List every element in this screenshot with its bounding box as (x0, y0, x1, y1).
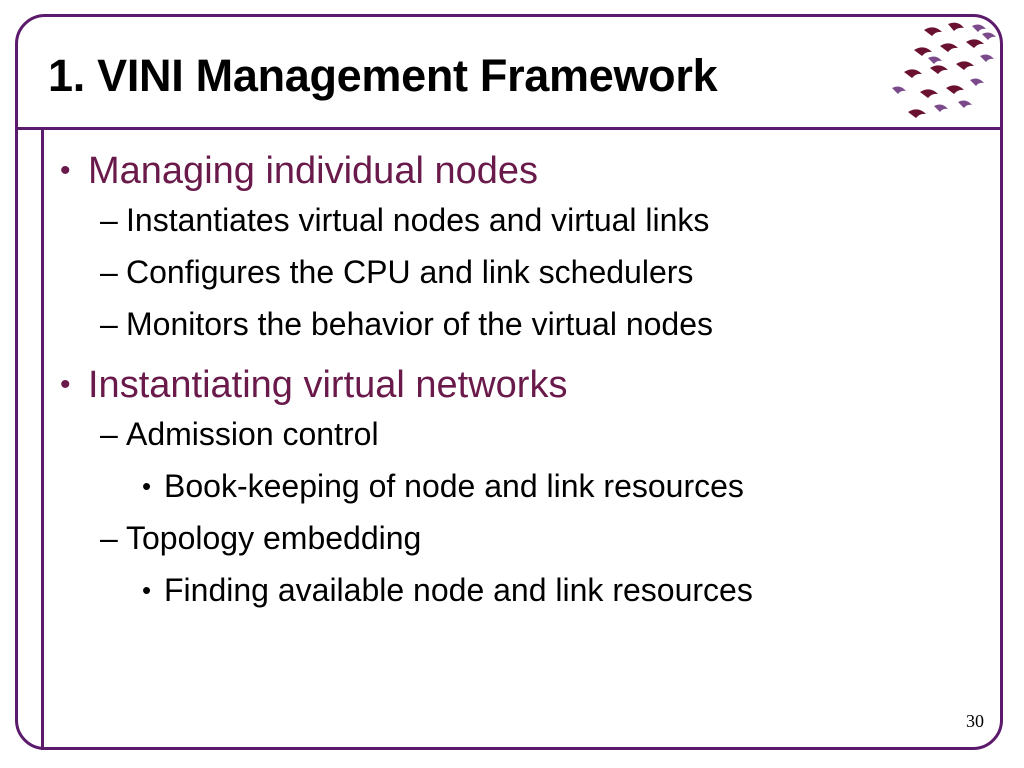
slide-frame (15, 14, 1003, 750)
dash-icon: – (100, 254, 118, 290)
dash-icon: – (100, 520, 118, 556)
dash-icon: – (100, 416, 118, 452)
sub-bullet: – Configures the CPU and link schedulers (58, 246, 988, 298)
bullet-icon: • (60, 368, 71, 401)
sub-sub-bullet: • Book-keeping of node and link resource… (58, 460, 988, 512)
title-divider (15, 127, 1003, 130)
sub-bullet: – Instantiates virtual nodes and virtual… (58, 194, 988, 246)
sub-bullet-text: Admission control (126, 416, 379, 452)
dash-icon: – (100, 306, 118, 342)
page-number: 30 (966, 711, 984, 731)
sub-bullet: – Monitors the behavior of the virtual n… (58, 298, 988, 350)
sub-bullet-text: Instantiates virtual nodes and virtual l… (126, 202, 710, 238)
spacer (58, 350, 988, 362)
sub-bullet-text: Configures the CPU and link schedulers (126, 254, 694, 290)
seal-logo-icon (892, 22, 996, 118)
bullet-text: Managing individual nodes (88, 150, 538, 192)
bullet-managing-nodes: • Managing individual nodes (58, 148, 988, 194)
slide-title: 1. VINI Management Framework (48, 50, 718, 101)
bullet-icon: • (60, 154, 71, 187)
sub-sub-bullet: • Finding available node and link resour… (58, 564, 988, 616)
slide-body: • Managing individual nodes – Instantiat… (58, 148, 988, 616)
sub-sub-bullet-text: Book-keeping of node and link resources (164, 468, 744, 504)
sub-bullet: – Admission control (58, 408, 988, 460)
sub-bullet-text: Topology embedding (126, 520, 422, 556)
bullet-icon: • (142, 575, 152, 605)
sub-bullet-text: Monitors the behavior of the virtual nod… (126, 306, 713, 342)
dash-icon: – (100, 202, 118, 238)
sub-sub-bullet-text: Finding available node and link resource… (164, 572, 753, 608)
sub-bullet: – Topology embedding (58, 512, 988, 564)
left-margin-rule (41, 127, 44, 750)
bullet-text: Instantiating virtual networks (88, 364, 568, 406)
bullet-icon: • (142, 471, 152, 501)
bullet-instantiating-networks: • Instantiating virtual networks (58, 362, 988, 408)
